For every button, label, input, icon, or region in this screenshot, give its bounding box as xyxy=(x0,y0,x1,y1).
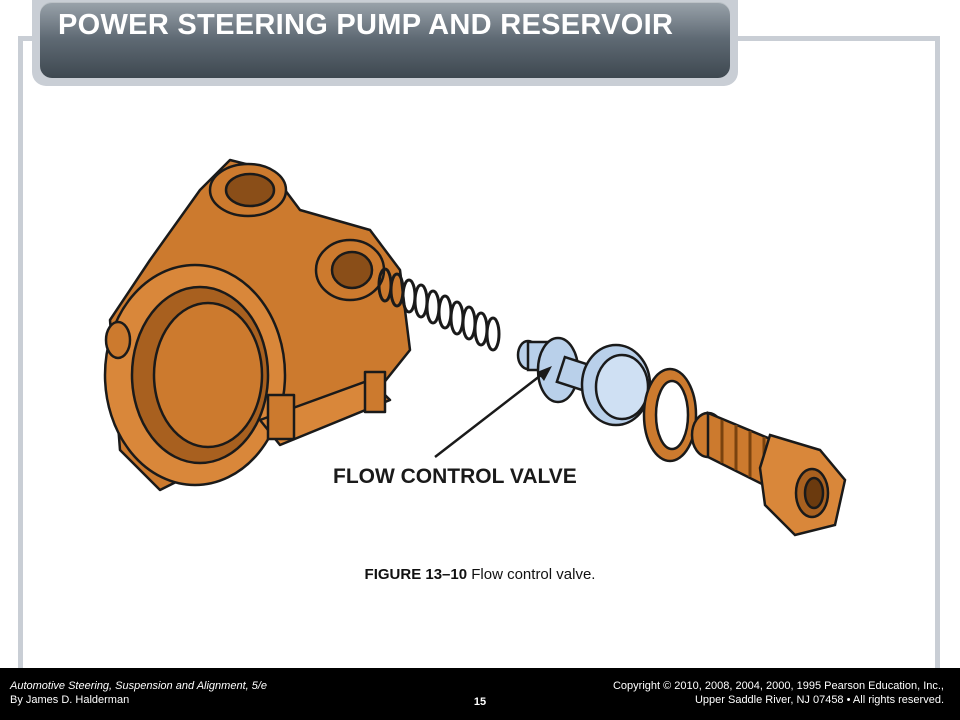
footer-copyright: Copyright © 2010, 2008, 2004, 2000, 1995… xyxy=(613,679,944,707)
footer-author: By James D. Halderman xyxy=(10,694,130,706)
title-bar xyxy=(40,2,730,78)
footer-book-info: Automotive Steering, Suspension and Alig… xyxy=(10,679,267,707)
o-ring xyxy=(642,367,698,463)
callout-arrow xyxy=(434,366,552,458)
callout-label: FLOW CONTROL VALVE xyxy=(333,465,577,488)
flow-control-valve-figure: FLOW CONTROL VALVE xyxy=(100,150,860,550)
slide-footer: Automotive Steering, Suspension and Alig… xyxy=(0,668,960,720)
slide-title: POWER STEERING PUMP AND RESERVOIR xyxy=(58,9,674,41)
threaded-fitting xyxy=(690,411,847,537)
caption-figure-number: FIGURE 13–10 xyxy=(364,566,468,583)
figure-caption: FIGURE 13–10 Flow control valve. xyxy=(0,566,960,583)
caption-text: Flow control valve. xyxy=(471,566,596,583)
exploded-pump-illustration: FLOW CONTROL VALVE xyxy=(103,158,847,537)
footer-book-title: Automotive Steering, Suspension and Alig… xyxy=(10,680,246,692)
footer-copyright-line1: Copyright © 2010, 2008, 2004, 2000, 1995… xyxy=(612,680,944,692)
flow-control-valve-part xyxy=(516,336,652,427)
footer-edition: , 5/e xyxy=(245,680,268,692)
pump-housing xyxy=(103,158,412,492)
footer-copyright-line2: Upper Saddle River, NJ 07458 • All right… xyxy=(694,694,944,706)
footer-page-number: 15 xyxy=(473,696,487,708)
valve-spring xyxy=(377,267,501,352)
